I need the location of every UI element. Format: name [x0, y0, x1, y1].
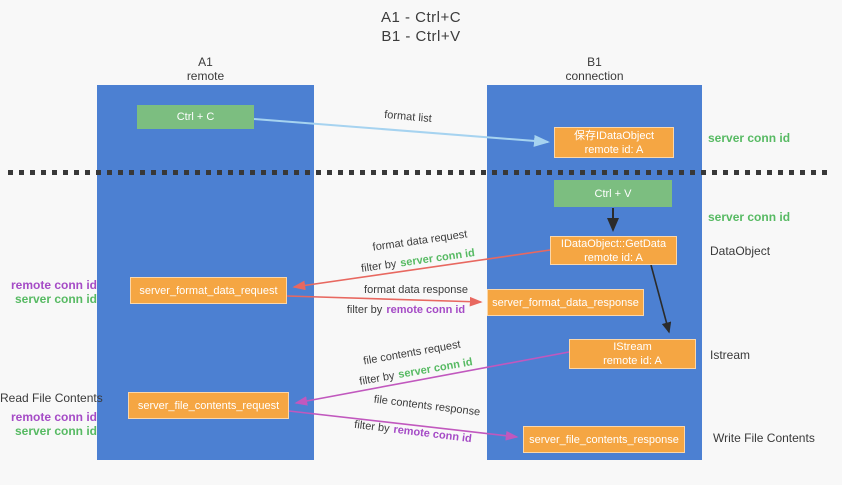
- box-save-idataobject-line2: remote id: A: [584, 143, 644, 156]
- box-save-idataobject-line1: 保存IDataObject: [573, 129, 655, 142]
- lifeline-b1-subtitle: connection: [565, 69, 624, 83]
- label-server-conn-id-file: server conn id: [14, 424, 97, 438]
- box-server-file-contents-request: server_file_contents_request: [128, 392, 289, 419]
- lifeline-a1-subtitle: remote: [186, 69, 225, 83]
- box-ctrl-v-label: Ctrl + V: [594, 187, 632, 200]
- label-dataobject: DataObject: [710, 244, 771, 258]
- diagram-title: A1 - Ctrl+C B1 - Ctrl+V: [0, 8, 842, 46]
- box-server-file-contents-response-label: server_file_contents_response: [529, 433, 679, 446]
- label-file-conn-ids: remote conn id server conn id: [0, 410, 97, 438]
- label-server-conn-id-format: server conn id: [14, 292, 97, 306]
- lifeline-b1-title: B1: [587, 55, 602, 69]
- remote-conn-id-text: remote conn id: [392, 423, 473, 446]
- lifeline-header-b1: B1 connection: [487, 55, 702, 83]
- box-server-file-contents-response: server_file_contents_response: [523, 426, 685, 453]
- label-read-file-contents: Read File Contents: [0, 391, 103, 405]
- box-server-format-data-request-label: server_format_data_request: [139, 284, 278, 297]
- box-server-file-contents-request-label: server_file_contents_request: [137, 399, 280, 412]
- box-idataobject-getdata: IDataObject::GetData remote id: A: [550, 236, 677, 265]
- box-idataobject-getdata-line1: IDataObject::GetData: [560, 237, 667, 250]
- label-server-conn-id-mid: server conn id: [708, 210, 791, 224]
- lifeline-a1-title: A1: [198, 55, 213, 69]
- box-idataobject-getdata-line2: remote id: A: [584, 251, 643, 264]
- label-remote-conn-id-file: remote conn id: [10, 410, 97, 424]
- label-write-file-contents: Write File Contents: [713, 431, 815, 445]
- box-istream: IStream remote id: A: [569, 339, 696, 369]
- label-format-conn-ids: remote conn id server conn id: [0, 278, 97, 306]
- box-istream-line1: IStream: [613, 341, 652, 353]
- box-istream-line2: remote id: A: [603, 355, 662, 367]
- label-file-contents-response: file contents response: [373, 393, 481, 419]
- filter-by-text: filter by: [353, 418, 391, 436]
- filter-by-text: filter by: [358, 369, 396, 388]
- filter-by-text: filter by: [360, 258, 398, 275]
- arrow-format-data-response: [286, 295, 483, 307]
- title-line-2: B1 - Ctrl+V: [381, 28, 461, 45]
- server-conn-id-text: server conn id: [399, 247, 476, 270]
- phase-separator-dotted-line: [8, 170, 830, 175]
- box-server-format-data-request: server_format_data_request: [130, 277, 287, 304]
- box-save-idataobject: 保存IDataObject remote id: A: [554, 127, 674, 158]
- label-format-data-response: format data response: [364, 284, 468, 296]
- label-remote-conn-id-format: remote conn id: [10, 278, 97, 292]
- box-ctrl-c-label: Ctrl + C: [176, 111, 215, 123]
- server-conn-id-text: server conn id: [397, 356, 474, 382]
- remote-conn-id-text: remote conn id: [386, 304, 466, 316]
- title-line-1: A1 - Ctrl+C: [380, 9, 462, 26]
- box-server-format-data-response: server_format_data_response: [487, 289, 644, 316]
- lifeline-header-a1: A1 remote: [97, 55, 314, 83]
- label-format-list: format list: [383, 108, 433, 126]
- box-ctrl-v: Ctrl + V: [554, 180, 672, 207]
- box-ctrl-c: Ctrl + C: [137, 105, 254, 129]
- box-server-format-data-response-label: server_format_data_response: [492, 296, 639, 309]
- filter-by-text: filter by: [346, 304, 383, 316]
- label-istream: Istream: [710, 348, 751, 362]
- label-server-conn-id-top: server conn id: [708, 131, 791, 145]
